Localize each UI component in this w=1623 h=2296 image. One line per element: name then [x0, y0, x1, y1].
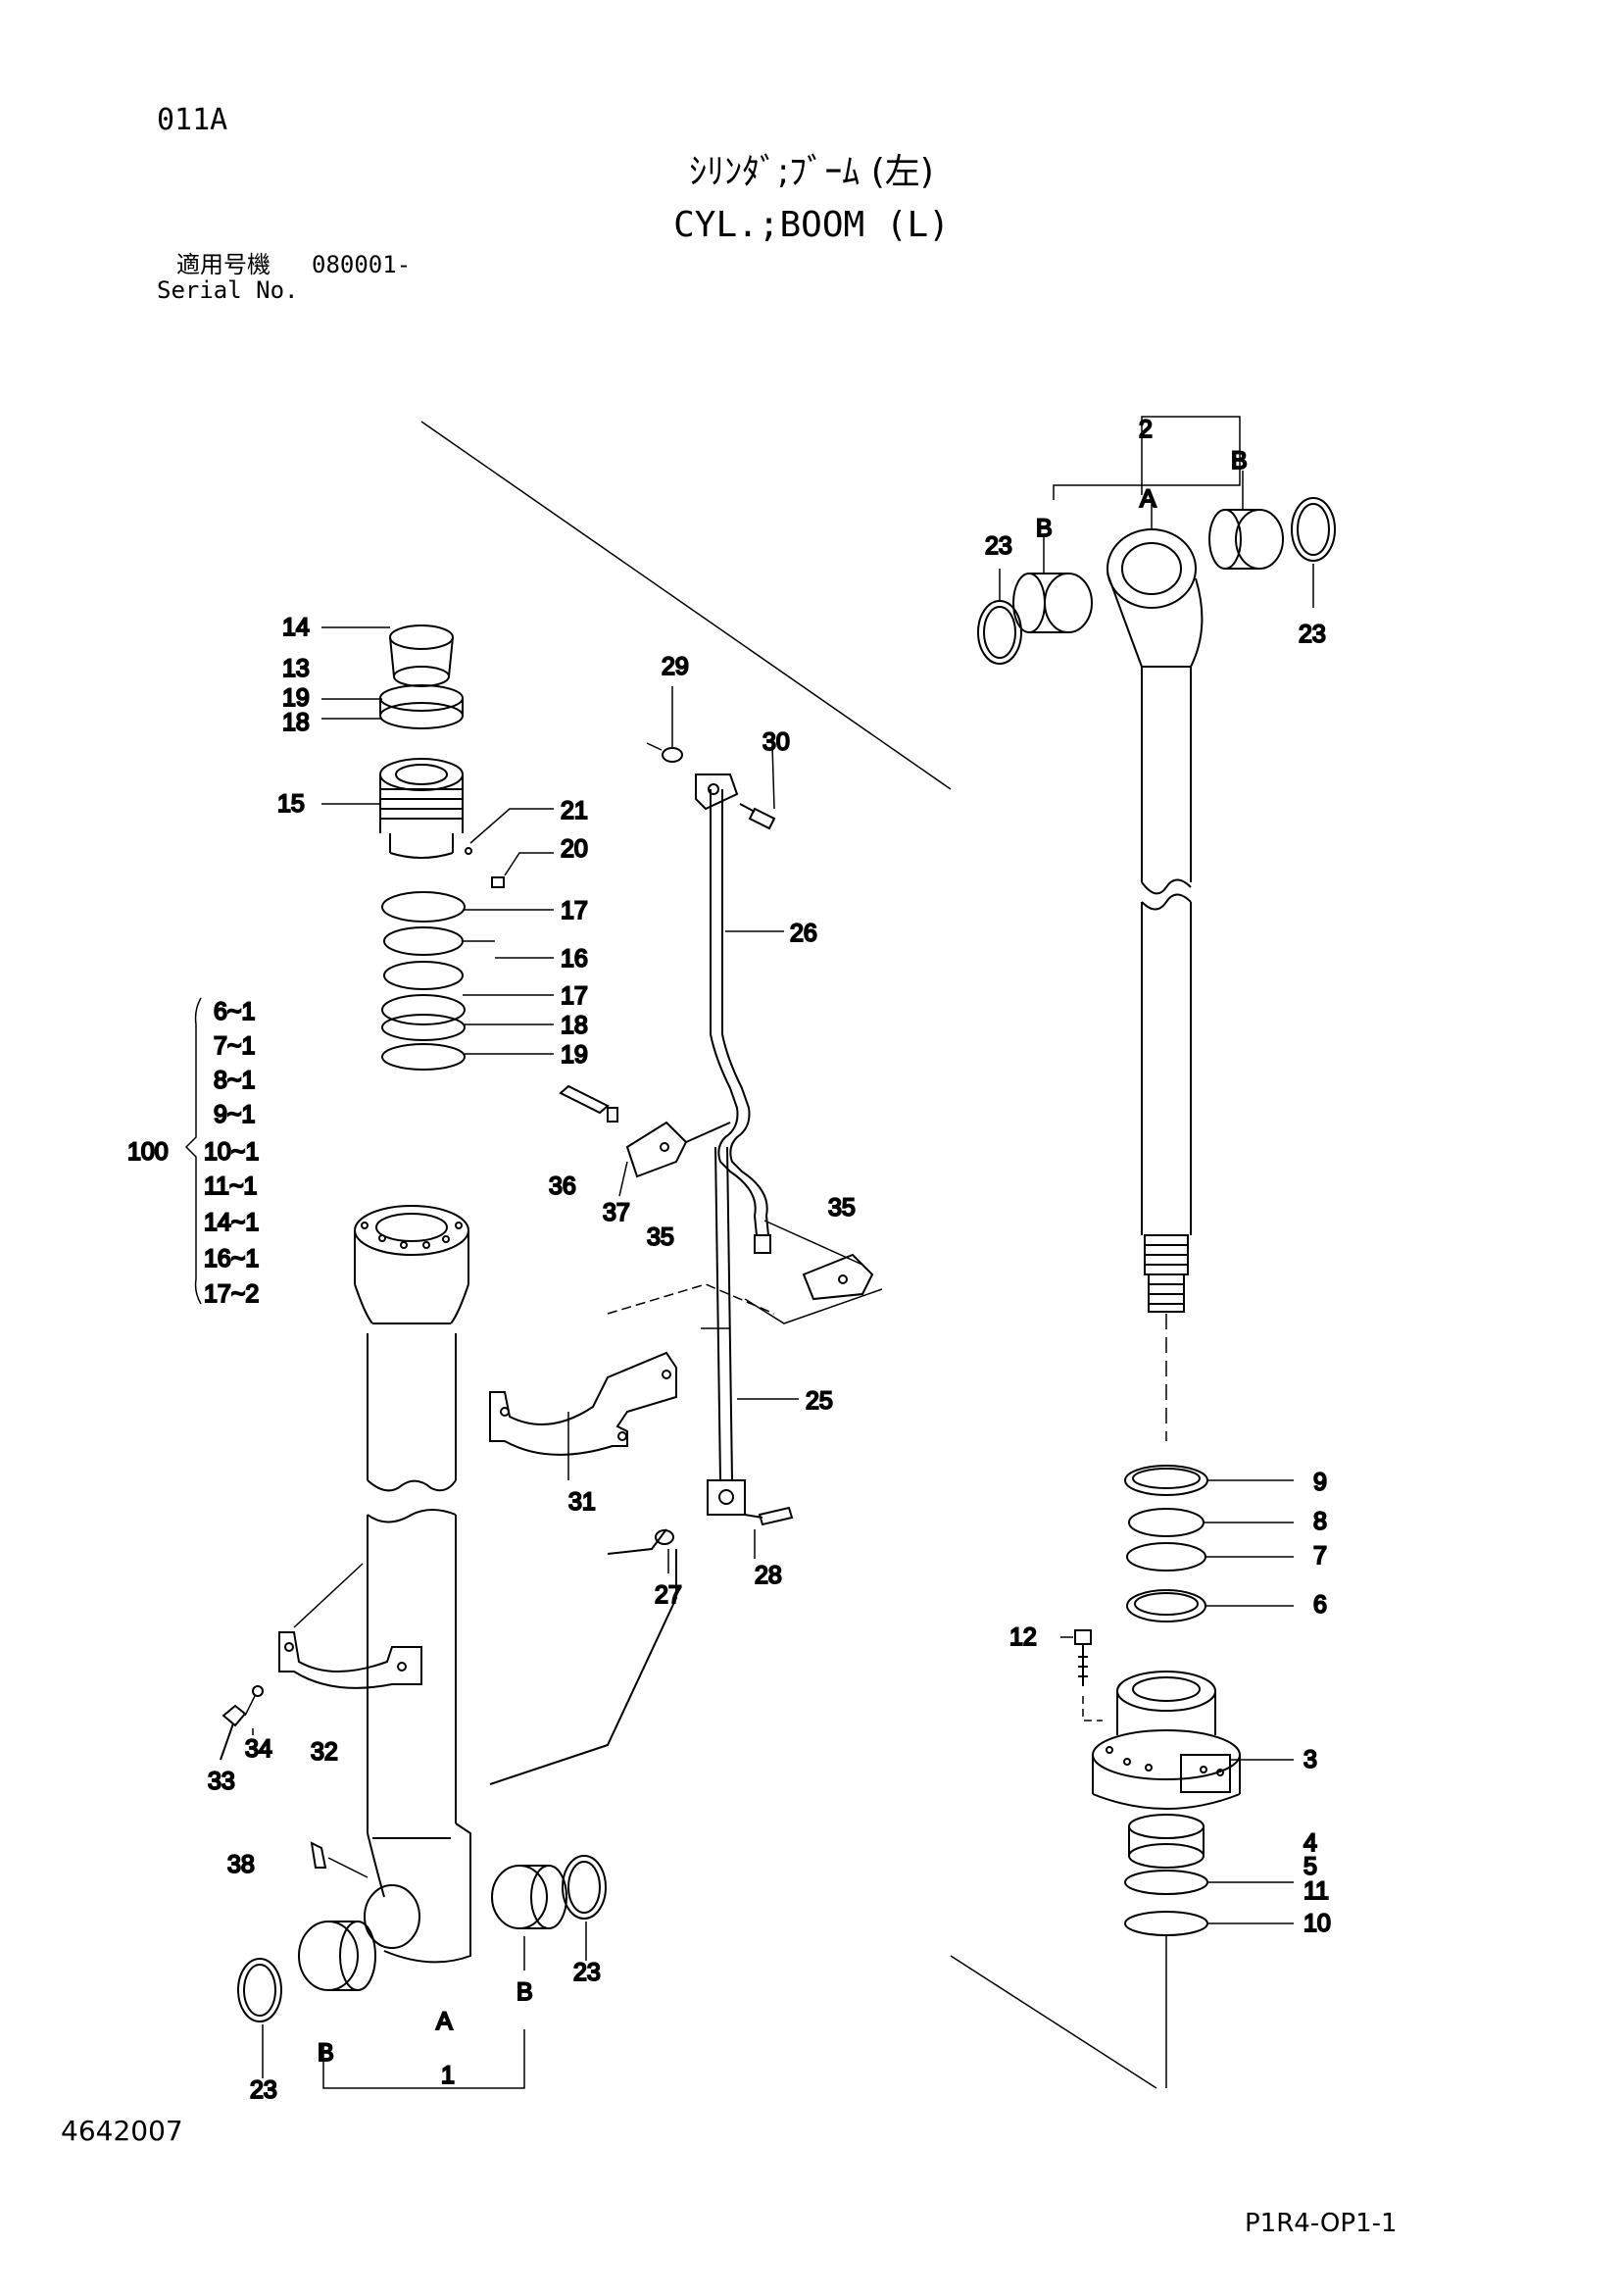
serial-label-japanese: 適用号機 [176, 251, 270, 278]
seal-kit-item: 14~1 [204, 1209, 259, 1236]
separator-line-top [420, 421, 952, 790]
callout-23c: 23 [573, 1959, 601, 1986]
piston-top-parts [321, 624, 464, 729]
seal-kit-brace [184, 997, 202, 1305]
callout-32: 32 [311, 1738, 338, 1766]
seal-kit-item: 10~1 [204, 1138, 259, 1166]
seal-kit-item: 9~1 [214, 1101, 255, 1128]
callout-14: 14 [282, 614, 310, 641]
seal-kit-parent: 100 [127, 1138, 169, 1166]
pipe-clamp-36 [559, 1084, 731, 1178]
seal-kit-item: 17~2 [204, 1280, 259, 1308]
callout-28: 28 [755, 1562, 782, 1589]
callout-9: 9 [1313, 1469, 1327, 1496]
seal-kit-item: 16~1 [204, 1245, 259, 1273]
callout-12: 12 [1009, 1623, 1037, 1651]
title-english: CYL.;BOOM (L) [673, 205, 950, 245]
callout-19b: 19 [561, 1041, 588, 1069]
callout-a-top: A [1140, 485, 1156, 513]
callout-11: 11 [1303, 1877, 1329, 1905]
rod-seal-ring-left [977, 600, 1022, 665]
callout-23b: 23 [1299, 621, 1326, 648]
piston-seals [381, 891, 554, 1071]
rod-bushing-right [1208, 509, 1284, 570]
seal-kit-item: 6~1 [214, 998, 255, 1025]
seal-kit-item: 11~1 [204, 1173, 257, 1200]
callout-3: 3 [1303, 1746, 1317, 1773]
callout-19a: 19 [282, 684, 310, 712]
callout-b-bottom-right: B [516, 1978, 533, 2006]
callout-26: 26 [790, 920, 817, 947]
pipe-26 [710, 789, 771, 1254]
page-reference: P1R4-OP1-1 [1245, 2209, 1398, 2238]
rod-seal-stack [1124, 1465, 1208, 1622]
callout-20: 20 [561, 835, 588, 863]
head-bolt [1060, 1629, 1103, 1722]
seal-kit-item: 7~1 [214, 1032, 255, 1060]
callout-8: 8 [1313, 1508, 1327, 1535]
callout-30: 30 [762, 728, 790, 756]
callout-4: 4 [1303, 1829, 1317, 1857]
serial-value: 080001- [312, 251, 412, 278]
callout-a-bottom: A [436, 2008, 453, 2035]
callout-1: 1 [441, 2062, 455, 2089]
callout-10: 10 [1303, 1910, 1331, 1937]
tube-bushing-left [298, 1921, 376, 1991]
callout-18a: 18 [282, 709, 310, 736]
title-japanese: ｼﾘﾝﾀﾞ;ﾌﾞｰﾑ (左) [689, 152, 934, 192]
seal-kit-item: 8~1 [214, 1067, 255, 1094]
callout-25: 25 [806, 1387, 833, 1415]
pipe-clamp-35 [744, 1220, 883, 1324]
tube-seal-ring-right [562, 1855, 607, 1920]
callout-35a: 35 [647, 1223, 674, 1251]
callout-31: 31 [568, 1488, 596, 1516]
callout-29: 29 [662, 653, 689, 680]
callout-21: 21 [561, 797, 588, 824]
callout-5: 5 [1303, 1853, 1317, 1880]
pipe-25 [707, 1146, 746, 1516]
callout-27: 27 [655, 1581, 682, 1609]
callout-2: 2 [1139, 416, 1153, 443]
callout-37: 37 [603, 1199, 630, 1226]
callout-36: 36 [549, 1173, 576, 1200]
cylinder-head [1092, 1671, 1294, 1810]
page-code: 011A [157, 103, 228, 137]
head-bushing-and-rings [1124, 1814, 1294, 2088]
callout-15: 15 [277, 790, 305, 818]
callout-18b: 18 [561, 1012, 588, 1039]
cylinder-tube [354, 1205, 471, 1964]
callout-b-top-left: B [1036, 515, 1053, 542]
serial-label-english: Serial No. [157, 276, 299, 304]
callout-23a: 23 [985, 532, 1012, 560]
piston-rod [1107, 528, 1204, 1441]
rod-seal-ring-right [1291, 497, 1336, 562]
callout-16: 16 [561, 945, 588, 973]
piston [321, 758, 554, 888]
grease-fitting [310, 1841, 369, 1878]
callout-23d: 23 [250, 2076, 277, 2104]
callout-6: 6 [1313, 1591, 1327, 1619]
callout-b-bottom-left: B [318, 2039, 334, 2067]
clamp-lower [220, 1563, 422, 1761]
callout-35b: 35 [828, 1194, 856, 1222]
callout-13: 13 [282, 655, 310, 682]
pipe-flange-top [646, 686, 776, 830]
pipe-flange-bottom [489, 1506, 794, 1785]
tube-bushing-right [491, 1865, 567, 1929]
callout-b-top-right: B [1231, 447, 1248, 474]
callout-17b: 17 [561, 982, 588, 1010]
callout-17a: 17 [561, 897, 588, 924]
rod-bushing-left [1012, 573, 1093, 633]
tube-seal-ring-left [237, 1958, 282, 2022]
callout-7: 7 [1313, 1542, 1327, 1570]
document-number: 4642007 [61, 2115, 183, 2147]
callout-38: 38 [227, 1851, 255, 1878]
separator-line-bottom [950, 1955, 1157, 2089]
callout-34: 34 [245, 1735, 272, 1763]
callout-33: 33 [208, 1768, 235, 1795]
